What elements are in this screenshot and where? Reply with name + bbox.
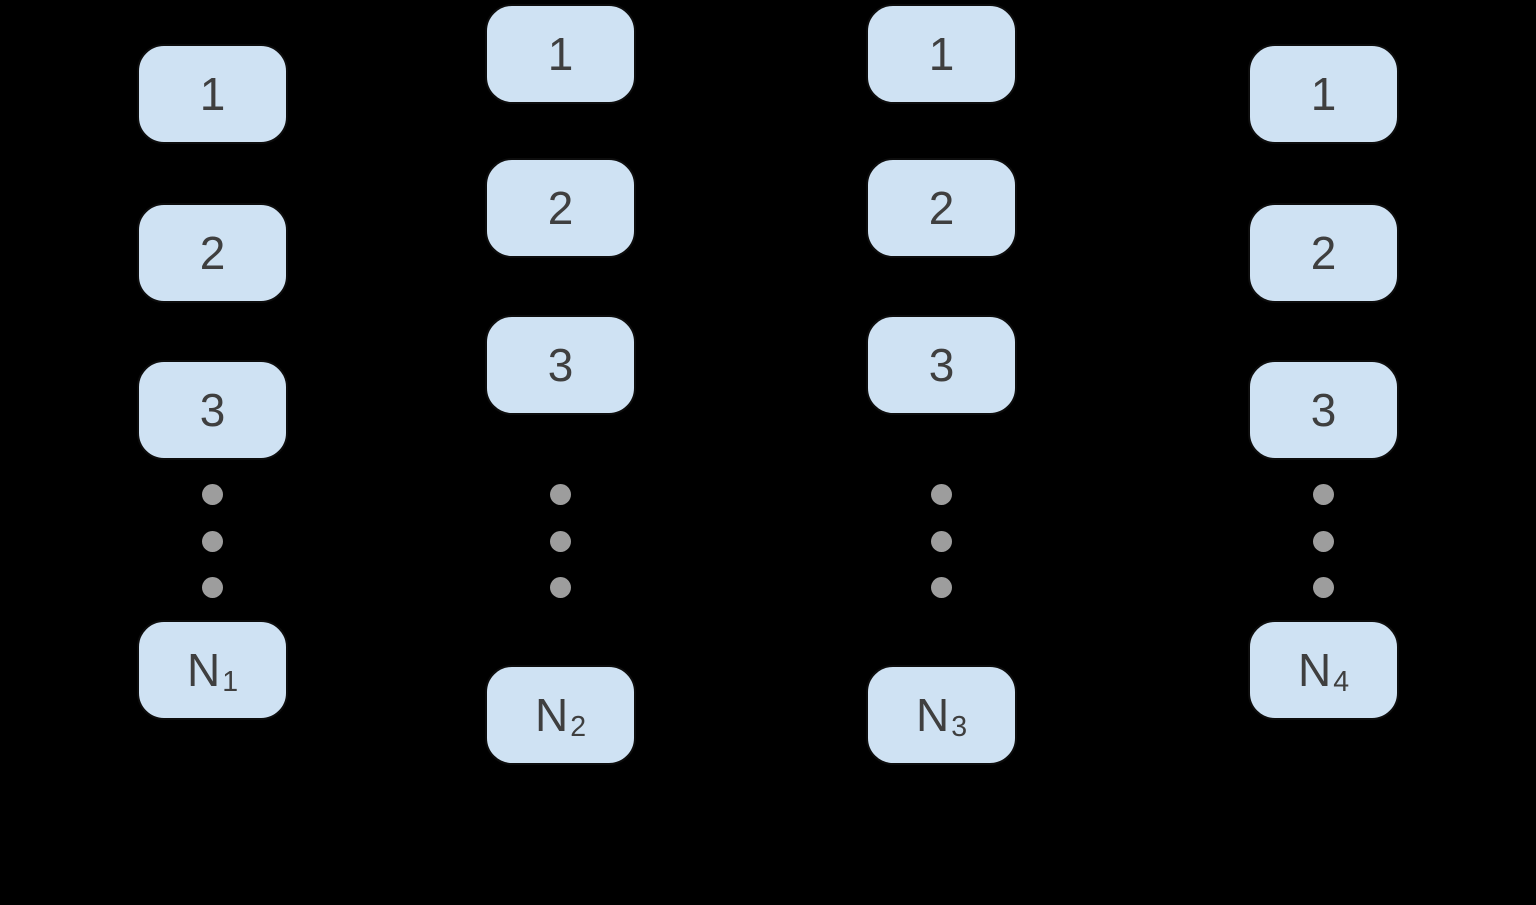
node-box: 1 bbox=[485, 4, 636, 104]
node-box-last: N4 bbox=[1248, 620, 1399, 720]
node-box: 2 bbox=[485, 158, 636, 258]
node-box: 3 bbox=[866, 315, 1017, 415]
node-box: 3 bbox=[485, 315, 636, 415]
node-label: 1 bbox=[1310, 68, 1337, 120]
node-label: 3 bbox=[547, 339, 574, 391]
node-label: 2 bbox=[547, 182, 574, 234]
node-label: 3 bbox=[199, 384, 226, 436]
ellipsis-dot bbox=[931, 531, 952, 552]
node-box: 1 bbox=[137, 44, 288, 144]
node-column-2: 1 2 3 N2 bbox=[485, 0, 636, 905]
node-box: 1 bbox=[1248, 44, 1399, 144]
node-box: 1 bbox=[866, 4, 1017, 104]
ellipsis-dot bbox=[931, 577, 952, 598]
node-subscript: 3 bbox=[951, 711, 968, 744]
node-box-last: N1 bbox=[137, 620, 288, 720]
node-label: 3 bbox=[928, 339, 955, 391]
node-box: 3 bbox=[137, 360, 288, 460]
node-box: 2 bbox=[137, 203, 288, 303]
node-box: 2 bbox=[866, 158, 1017, 258]
ellipsis-dot bbox=[1313, 577, 1334, 598]
node-label: 1 bbox=[547, 28, 574, 80]
node-label: 3 bbox=[1310, 384, 1337, 436]
ellipsis-dot bbox=[931, 484, 952, 505]
node-subscript: 1 bbox=[222, 666, 239, 699]
node-label: N4 bbox=[1297, 644, 1350, 699]
node-label: 1 bbox=[199, 68, 226, 120]
ellipsis-dot bbox=[550, 577, 571, 598]
node-box: 2 bbox=[1248, 203, 1399, 303]
node-label: 2 bbox=[199, 227, 226, 279]
ellipsis-dot bbox=[202, 484, 223, 505]
ellipsis-dot bbox=[550, 484, 571, 505]
ellipsis-dot bbox=[1313, 484, 1334, 505]
node-label: N1 bbox=[186, 644, 239, 699]
node-box-last: N3 bbox=[866, 665, 1017, 765]
node-box: 3 bbox=[1248, 360, 1399, 460]
ellipsis-dot bbox=[202, 531, 223, 552]
node-label: 2 bbox=[1310, 227, 1337, 279]
node-column-3: 1 2 3 N3 bbox=[866, 0, 1017, 905]
ellipsis-dot bbox=[202, 577, 223, 598]
ellipsis-dot bbox=[550, 531, 571, 552]
node-subscript: 2 bbox=[570, 711, 587, 744]
node-label: 2 bbox=[928, 182, 955, 234]
ellipsis-dot bbox=[1313, 531, 1334, 552]
node-label: N2 bbox=[534, 689, 587, 744]
node-label: N3 bbox=[915, 689, 968, 744]
node-box-last: N2 bbox=[485, 665, 636, 765]
node-column-4: 1 2 3 N4 bbox=[1248, 0, 1399, 905]
node-subscript: 4 bbox=[1333, 666, 1350, 699]
node-column-1: 1 2 3 N1 bbox=[137, 0, 288, 905]
node-label: 1 bbox=[928, 28, 955, 80]
